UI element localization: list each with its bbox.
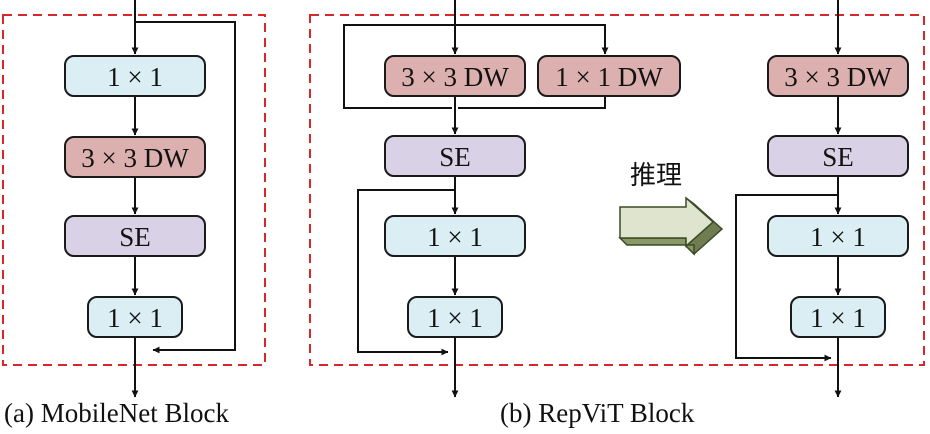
repvit-branch-split [455, 24, 609, 55]
node-label: SE [822, 142, 854, 172]
repvit-skip-connection [357, 189, 455, 356]
repvit-infer-block: 3 × 3 DW SE 1 × 1 1 × 1 [735, 0, 909, 398]
infer-se-node: SE [767, 135, 909, 177]
node-label: 1 × 1 [427, 303, 483, 333]
mobilenet-skip-connection [135, 21, 236, 354]
mobilenet-node-3: SE [64, 215, 206, 257]
repvit-se-node: SE [384, 135, 526, 177]
se-box [767, 135, 909, 177]
node-label: 3 × 3 DW [401, 62, 509, 92]
repvit-pointwise-node-1: 1 × 1 [384, 215, 526, 257]
node-label: 1 × 1 DW [555, 62, 663, 92]
node-label: 1 × 1 [107, 62, 163, 92]
repvit-caption: (b) RepViT Block [500, 398, 695, 428]
mobilenet-caption: (a) MobileNet Block [4, 398, 229, 428]
depthwise-conv-box [384, 55, 526, 97]
infer-pointwise-node-1: 1 × 1 [767, 215, 909, 257]
repvit-block-frame [309, 14, 925, 366]
inference-label: 推理 [630, 161, 682, 191]
pointwise-conv-box [790, 296, 886, 338]
infer-depthwise-node: 3 × 3 DW [767, 55, 909, 97]
depthwise-conv-box [767, 55, 909, 97]
repvit-branch-merge [458, 96, 606, 109]
se-box [64, 215, 206, 257]
big-arrow-icon [618, 196, 724, 256]
node-label: SE [439, 142, 471, 172]
repvit-pointwise-node-2: 1 × 1 [407, 296, 503, 338]
node-label: 1 × 1 [810, 303, 866, 333]
node-label: 3 × 3 DW [784, 62, 892, 92]
mobilenet-block: 1 × 1 3 × 3 DW SE 1 × 1 (a) MobileNet Bl… [4, 0, 236, 428]
node-label: SE [119, 222, 151, 252]
infer-pointwise-node-2: 1 × 1 [790, 296, 886, 338]
pointwise-conv-box [767, 215, 909, 257]
repvit-train-block: 3 × 3 DW 1 × 1 DW SE 1 × 1 1 × 1 [343, 0, 681, 398]
node-label: 3 × 3 DW [81, 143, 189, 173]
repvit-identity-branch [343, 24, 455, 109]
pointwise-conv-box [407, 296, 503, 338]
mobilenet-node-2: 3 × 3 DW [64, 136, 206, 178]
repvit-branch-1x1dw: 1 × 1 DW [537, 55, 681, 97]
pointwise-conv-box [384, 215, 526, 257]
mobilenet-node-4: 1 × 1 [87, 296, 183, 338]
depthwise-conv-box [64, 136, 206, 178]
infer-skip-connection [735, 194, 838, 362]
pointwise-conv-box [87, 296, 183, 338]
repvit-branch-3x3dw: 3 × 3 DW [384, 55, 526, 97]
pointwise-conv-box [64, 55, 206, 97]
node-label: 1 × 1 [810, 222, 866, 252]
se-box [384, 135, 526, 177]
inference-transform: 推理 [618, 161, 724, 256]
node-label: 1 × 1 [107, 303, 163, 333]
depthwise-conv-box [537, 55, 681, 97]
node-label: 1 × 1 [427, 222, 483, 252]
mobilenet-node-1: 1 × 1 [64, 55, 206, 97]
